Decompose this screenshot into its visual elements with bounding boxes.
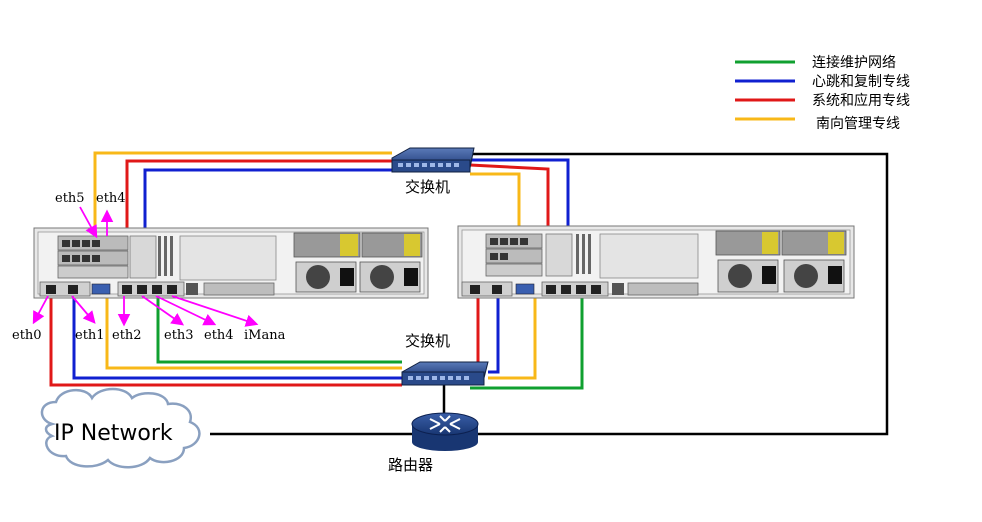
cable-green-bottom: [156, 290, 402, 364]
arrow-eth4-bottom: [155, 295, 217, 326]
port-label-imana: iMana: [244, 328, 286, 343]
arrow-eth3: [141, 295, 185, 326]
port-label-eth2: eth2: [112, 328, 142, 343]
port-label-eth0: eth0: [12, 328, 42, 343]
switch-bottom-label: 交换机: [405, 332, 450, 350]
legend: 连接维护网络 心跳和复制专线 系统和应用专线 南向管理专线: [735, 54, 910, 132]
legend-label: 连接维护网络: [812, 54, 896, 71]
cloud-label: IP Network: [54, 421, 173, 446]
port-label-eth5: eth5: [55, 191, 85, 206]
cable-yellow-top: [93, 151, 392, 236]
right-server: [457, 225, 855, 299]
cable-red-bottom-right: [420, 290, 480, 372]
arrow-imana: [171, 295, 259, 327]
cloud-icon: [40, 387, 201, 469]
cable-green-bottom-right: [470, 290, 584, 390]
router-arrows-icon: [429, 415, 461, 433]
port-labels: eth5 eth4 eth0 eth1 eth2 eth3 eth4 iMana: [12, 191, 286, 343]
arrow-eth5: [79, 206, 98, 239]
port-label-eth4-bottom: eth4: [204, 328, 234, 343]
arrow-eth0: [32, 295, 49, 325]
cable-yellow-top-right: [470, 172, 521, 238]
router-label: 路由器: [388, 456, 433, 474]
cable-blue-bottom: [72, 290, 402, 380]
legend-item-maintenance: 连接维护网络: [735, 54, 896, 71]
port-annotations: [32, 206, 259, 327]
port-label-eth3: eth3: [164, 328, 194, 343]
left-server: [33, 227, 429, 299]
legend-label: 心跳和复制专线: [812, 73, 910, 90]
legend-label: 系统和应用专线: [812, 92, 910, 109]
arrow-eth1: [71, 295, 96, 324]
switch-top-label: 交换机: [405, 178, 450, 196]
cable-red-bottom: [49, 290, 402, 387]
switch-top: 交换机: [391, 147, 475, 196]
cable-blue-bottom-right: [488, 290, 500, 374]
port-label-eth4-top: eth4: [96, 191, 126, 206]
router: 路由器: [388, 412, 479, 474]
legend-label: 南向管理专线: [816, 116, 900, 132]
port-label-eth1: eth1: [75, 328, 105, 343]
switch-bottom: 交换机: [401, 332, 489, 386]
legend-item-heartbeat: 心跳和复制专线: [735, 73, 910, 90]
legend-item-system: 系统和应用专线: [735, 92, 910, 109]
ip-network-cloud: IP Network: [40, 387, 201, 469]
cable-black-router-top: [470, 152, 889, 436]
legend-item-southbound: 南向管理专线: [735, 116, 900, 132]
